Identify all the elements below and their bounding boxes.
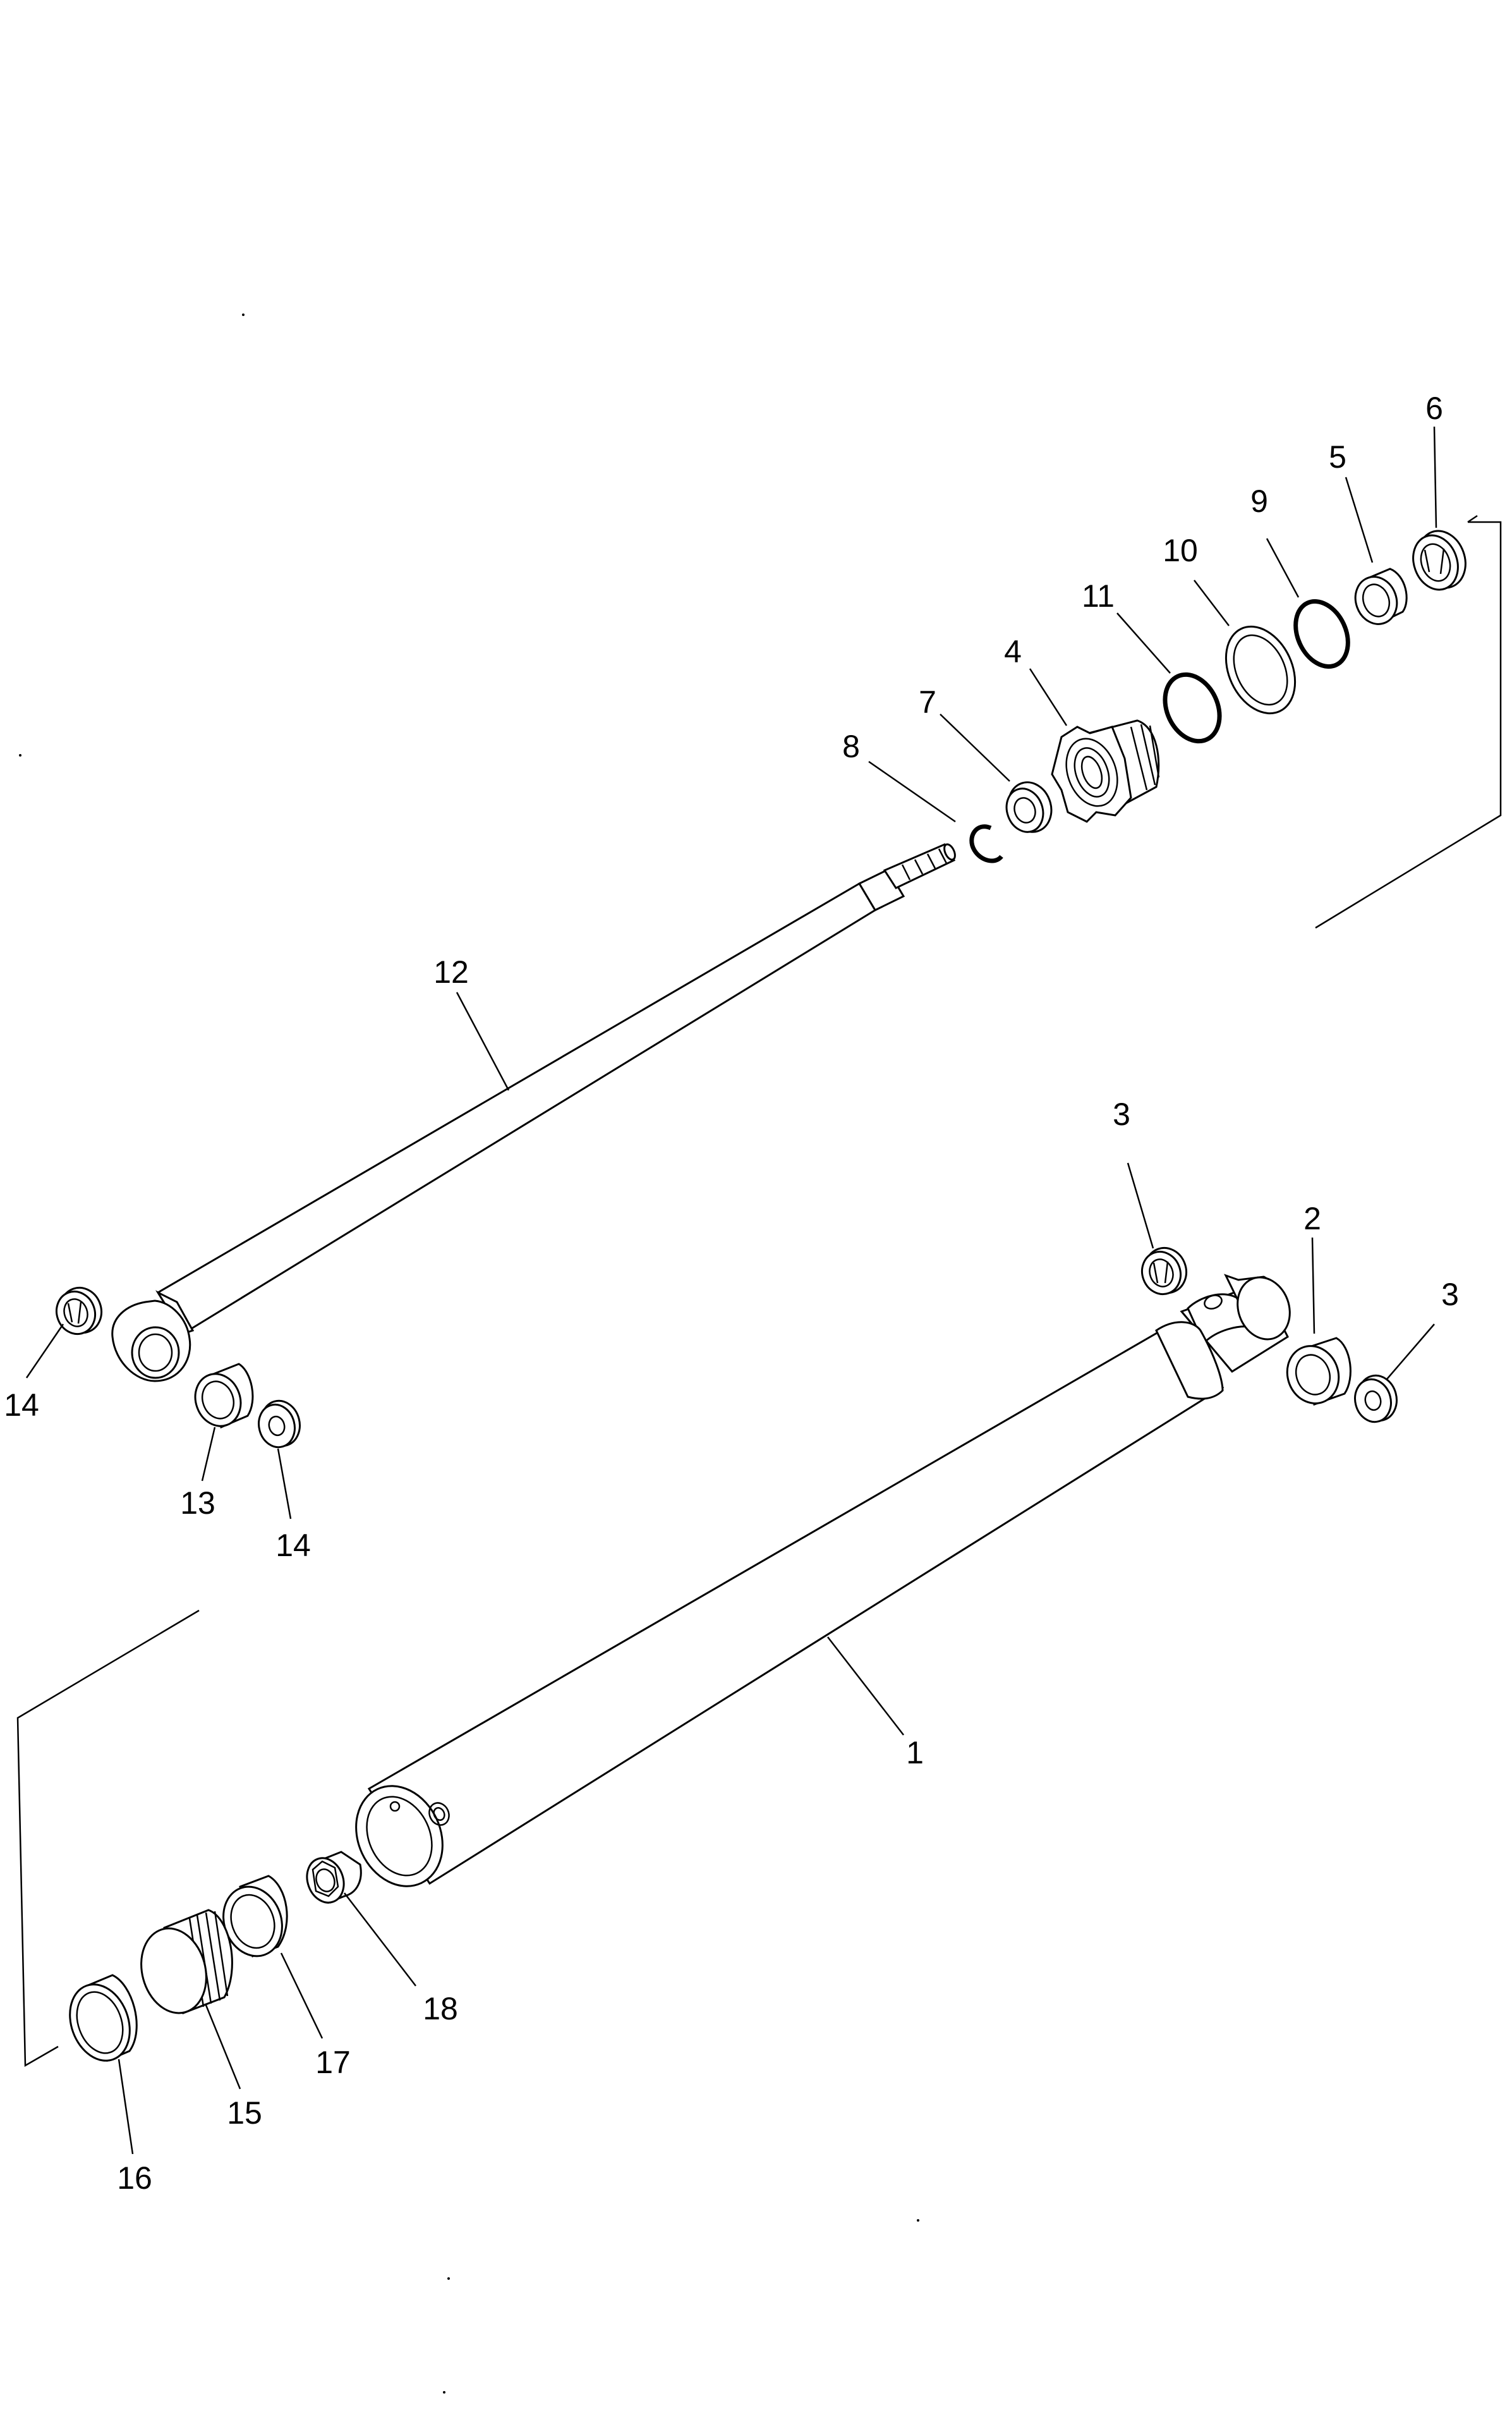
cylinder-head	[1051, 719, 1160, 823]
label-part-5: 5	[1329, 439, 1346, 475]
o-ring-small	[1163, 672, 1222, 744]
o-ring-large	[1293, 599, 1350, 669]
piston-nut	[306, 1851, 362, 1904]
label-part-3b: 3	[1441, 1277, 1459, 1312]
leader-line-1	[827, 1636, 904, 1736]
leader-line-14b	[277, 1448, 292, 1519]
cylinder-tube	[355, 1274, 1291, 1887]
label-part-6: 6	[1425, 391, 1443, 426]
leader-line-5	[1345, 477, 1374, 563]
upper-assembly-bracket	[1315, 521, 1502, 929]
dust-seal-head-end-upper	[1141, 1246, 1187, 1296]
dust-seal-rod-end-right	[258, 1399, 301, 1449]
lower-assembly-bracket	[16, 1609, 200, 2067]
leader-line-16	[118, 2059, 134, 2155]
leader-line-17	[280, 1952, 324, 2039]
leader-line-14a	[25, 1324, 64, 1378]
dust-seal-head-end-right	[1354, 1374, 1398, 1423]
label-part-15: 15	[227, 2095, 262, 2131]
label-part-17: 17	[315, 2045, 351, 2080]
label-part-4: 4	[1004, 634, 1022, 669]
head-bushing	[1354, 568, 1408, 625]
leader-line-12	[456, 992, 510, 1091]
label-part-2: 2	[1303, 1201, 1321, 1236]
upper-assembly-bracket-tick	[1467, 514, 1478, 523]
label-part-14a: 14	[4, 1387, 39, 1423]
snap-ring	[969, 824, 1003, 863]
scan-speck	[19, 754, 21, 757]
label-part-14b: 14	[275, 1528, 311, 1563]
label-part-8: 8	[842, 729, 860, 764]
tube-end-bushing	[1286, 1337, 1352, 1406]
scan-speck	[242, 313, 245, 316]
leader-line-3b	[1386, 1324, 1435, 1380]
rod-nut	[1005, 781, 1053, 833]
leader-line-9	[1266, 538, 1300, 598]
piston-seal-ring	[69, 1974, 138, 2062]
leader-line-3a	[1127, 1162, 1154, 1249]
leader-line-8	[868, 760, 956, 823]
leader-line-10	[1194, 580, 1230, 626]
label-part-7: 7	[919, 685, 936, 720]
dust-wiper	[1412, 530, 1467, 591]
rod-end-bushing	[194, 1363, 254, 1429]
label-part-11: 11	[1082, 578, 1115, 614]
piston-rod	[111, 843, 956, 1382]
leader-line-2	[1311, 1237, 1315, 1334]
leader-line-18	[344, 1892, 416, 1987]
leader-line-11	[1116, 612, 1171, 674]
label-part-18: 18	[423, 1991, 458, 2026]
label-part-1: 1	[906, 1735, 924, 1770]
scan-speck	[917, 2219, 919, 2222]
backup-ring	[1225, 625, 1297, 715]
leader-line-4	[1029, 668, 1068, 726]
leader-line-15	[204, 2003, 241, 2090]
label-part-16: 16	[117, 2160, 152, 2196]
label-part-10: 10	[1163, 533, 1198, 568]
dust-seal-rod-end-left	[56, 1286, 102, 1336]
label-part-13: 13	[180, 1485, 215, 1521]
label-part-12: 12	[433, 954, 469, 990]
leader-line-13	[201, 1427, 216, 1482]
piston	[140, 1909, 233, 2015]
leader-line-6	[1433, 426, 1437, 528]
label-part-3a: 3	[1113, 1097, 1130, 1132]
scan-speck	[443, 2391, 445, 2394]
label-part-9: 9	[1250, 484, 1268, 519]
leader-line-7	[940, 714, 1010, 782]
scan-speck	[447, 2277, 450, 2280]
piston-wear-ring	[222, 1875, 288, 1958]
